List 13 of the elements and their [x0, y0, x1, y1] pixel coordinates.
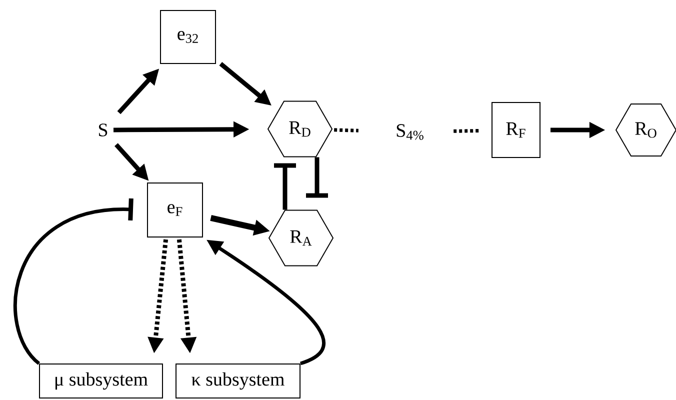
- box-node: κ subsystem: [176, 364, 300, 398]
- dotted-line: [334, 128, 358, 132]
- inhibition-line: [14, 198, 134, 365]
- inhibition-line: [306, 157, 328, 198]
- box-node: μ subsystem: [39, 364, 163, 398]
- dotted-line: [454, 128, 480, 133]
- node-label: S$_{4%}$: [396, 124, 424, 140]
- node-label: S: [99, 124, 108, 136]
- box-node: e$_{32}$: [160, 10, 216, 64]
- box-node: R$_{F}$: [492, 102, 540, 158]
- box-node: e$_{F}$: [147, 182, 203, 238]
- hexagon-node: R$_{O}$: [615, 104, 676, 156]
- inhibition-line: [274, 163, 296, 210]
